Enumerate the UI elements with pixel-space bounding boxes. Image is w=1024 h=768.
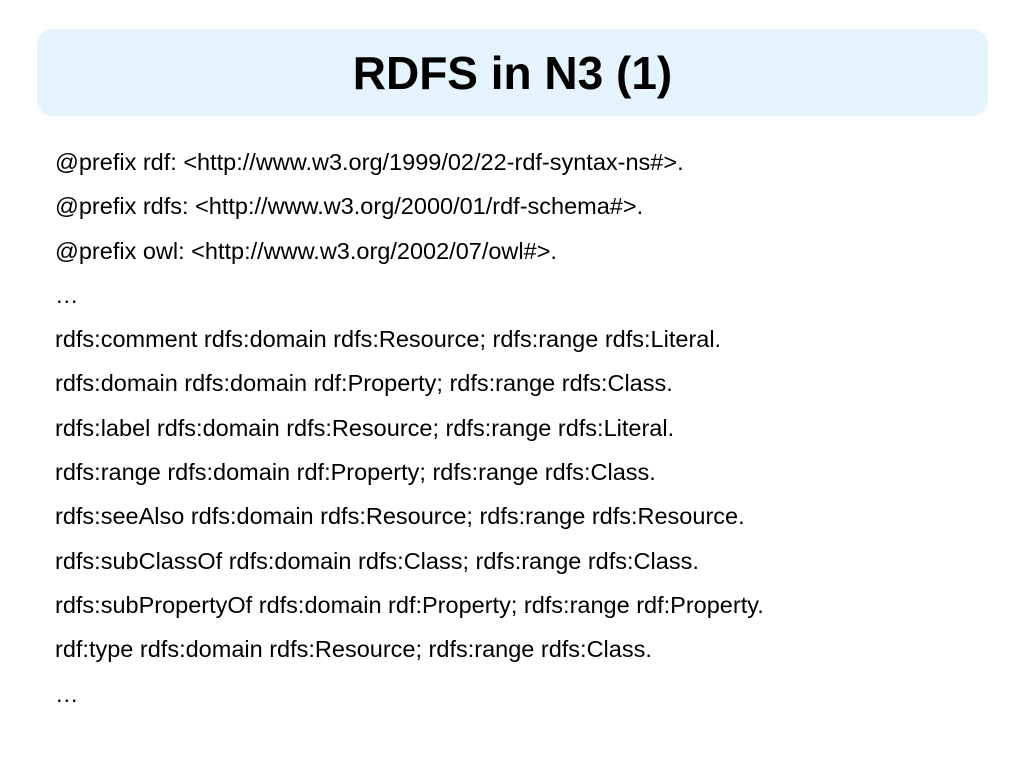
- seealso-triple-line: rdfs:seeAlso rdfs:domain rdfs:Resource; …: [55, 503, 745, 530]
- ellipsis-line: …: [55, 281, 79, 308]
- range-triple-line: rdfs:range rdfs:domain rdf:Property; rdf…: [55, 459, 656, 486]
- prefix-rdf-line: @prefix rdf: <http://www.w3.org/1999/02/…: [55, 149, 684, 175]
- domain-triple-line: rdfs:domain rdfs:domain rdf:Property; rd…: [55, 370, 673, 397]
- ellipsis-line: …: [55, 680, 79, 707]
- label-triple-line: rdfs:label rdfs:domain rdfs:Resource; rd…: [55, 414, 675, 441]
- title-banner: RDFS in N3 (1): [37, 29, 988, 116]
- type-triple-line: rdf:type rdfs:domain rdfs:Resource; rdfs…: [55, 636, 652, 663]
- prefix-rdfs-line: @prefix rdfs: <http://www.w3.org/2000/01…: [55, 193, 644, 220]
- prefix-owl-line: @prefix owl: <http://www.w3.org/2002/07/…: [55, 237, 557, 264]
- comment-triple-line: rdfs:comment rdfs:domain rdfs:Resource; …: [55, 326, 722, 353]
- subpropertyof-triple-line: rdfs:subPropertyOf rdfs:domain rdf:Prope…: [55, 591, 764, 618]
- subclassof-triple-line: rdfs:subClassOf rdfs:domain rdfs:Class; …: [55, 547, 699, 574]
- slide-title: RDFS in N3 (1): [352, 46, 673, 99]
- code-listing: @prefix rdf: <http://www.w3.org/1999/02/…: [55, 149, 995, 738]
